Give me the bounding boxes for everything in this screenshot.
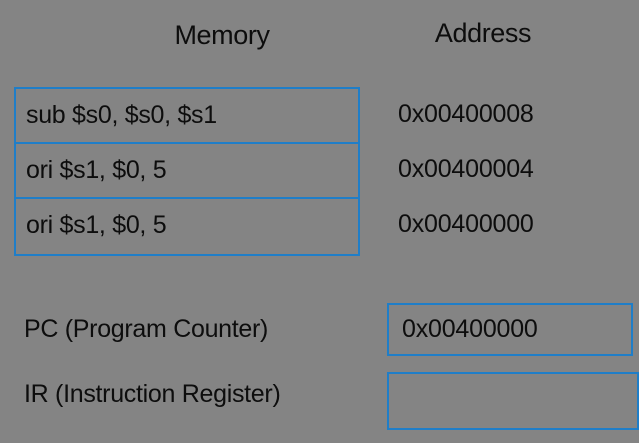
memory-table: sub $s0, $s0, $s1 ori $s1, $0, 5 ori $s1…: [14, 87, 360, 256]
address-value: 0x00400000: [398, 210, 534, 238]
table-row[interactable]: ori $s1, $0, 5: [16, 144, 358, 199]
ir-register-box[interactable]: [387, 372, 639, 430]
address-column: 0x00400008 0x00400004 0x00400000: [398, 87, 618, 252]
address-value: 0x00400008: [398, 100, 534, 128]
memory-instruction-cell: sub $s0, $s0, $s1: [26, 101, 217, 129]
address-value: 0x00400004: [398, 155, 534, 183]
memory-column-heading: Memory: [174, 20, 270, 50]
pc-register-value: 0x00400000: [402, 315, 538, 343]
table-row[interactable]: ori $s1, $0, 5: [16, 199, 358, 252]
pc-register-label: PC (Program Counter): [24, 315, 269, 343]
memory-instruction-cell: ori $s1, $0, 5: [26, 211, 167, 239]
ir-register-label: IR (Instruction Register): [24, 380, 281, 408]
pc-register-box[interactable]: 0x00400000: [387, 303, 633, 356]
memory-instruction-cell: ori $s1, $0, 5: [26, 156, 167, 184]
address-column-heading: Address: [434, 18, 532, 48]
table-row[interactable]: sub $s0, $s0, $s1: [16, 89, 358, 144]
